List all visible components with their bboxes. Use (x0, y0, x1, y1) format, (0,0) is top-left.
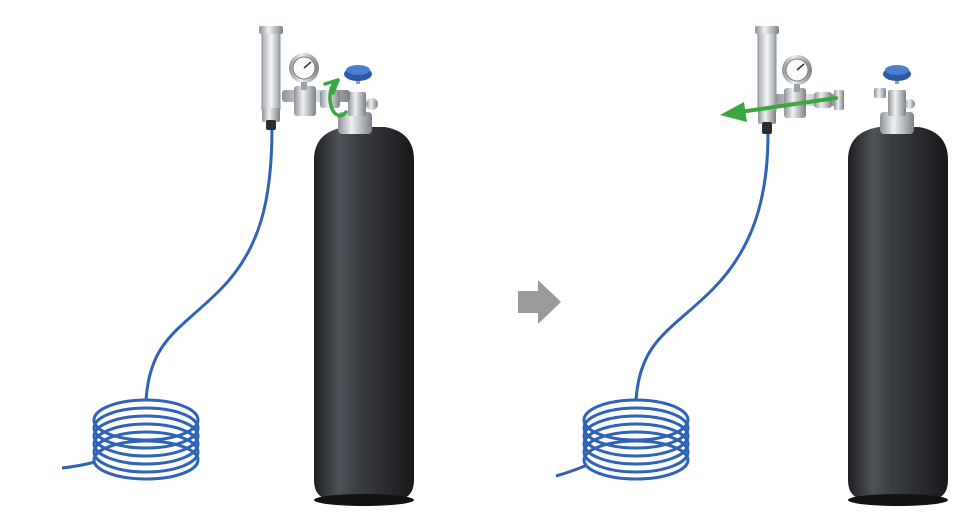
cylinder-valve (874, 88, 915, 134)
hose-coil (582, 398, 690, 481)
regulator (282, 86, 350, 116)
step-2-illustration (555, 26, 948, 506)
hose-coil (92, 398, 200, 481)
hose-line (634, 133, 770, 401)
next-step-arrow-icon (518, 280, 561, 324)
oxygen-cylinder (314, 127, 414, 506)
pressure-gauge (782, 55, 812, 92)
pressure-gauge (289, 53, 319, 90)
oxygen-cylinder (848, 127, 948, 506)
hose-tail (555, 464, 586, 478)
pull-left-arrow-icon (720, 96, 838, 122)
hose-line (144, 127, 274, 401)
flowmeter (755, 26, 779, 134)
hose-tail (61, 460, 96, 470)
rotate-ccw-arrow-icon (323, 78, 348, 118)
valve-knob (344, 65, 372, 84)
valve-knob (883, 65, 911, 84)
cylinder-valve (338, 92, 378, 134)
flowmeter (259, 26, 283, 130)
step-1-illustration (61, 26, 414, 506)
